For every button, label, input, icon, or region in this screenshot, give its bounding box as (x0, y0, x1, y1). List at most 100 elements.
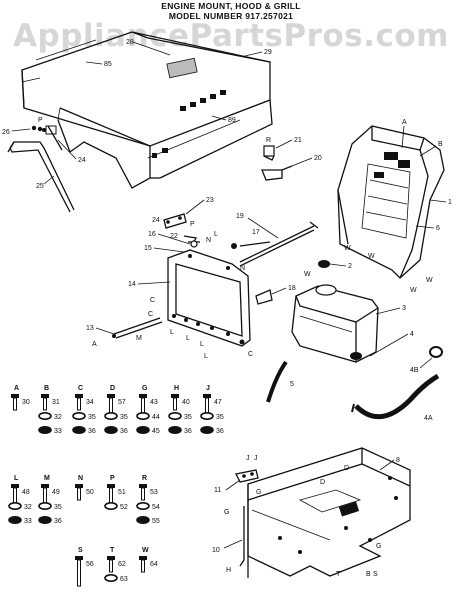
part-number-S: 56 (86, 561, 94, 568)
screw-J-head (203, 394, 211, 398)
washer-number-R_55: 55 (152, 518, 160, 525)
screw-A-head (11, 394, 19, 398)
callout-L-rod: L (214, 231, 218, 238)
hardware-letter-B: B (44, 385, 49, 392)
part-number-W: 64 (150, 561, 158, 568)
screw-B-shaft (43, 397, 47, 411)
hardware-letter-G: G (142, 385, 148, 392)
rod-13 (112, 317, 163, 339)
mounting-panel (167, 249, 251, 347)
callout-85: 85 (104, 61, 112, 68)
hardware-letter-T: T (110, 547, 115, 554)
clamp-4B (429, 346, 443, 358)
part-number-D: 57 (118, 399, 126, 406)
callout-22: 22 (170, 233, 178, 240)
part-number-R: 53 (150, 489, 158, 496)
callout-29: 29 (264, 49, 272, 56)
callout-G-frame-1: G (256, 489, 261, 496)
callout-19: 19 (236, 213, 244, 220)
part-number-H: 40 (182, 399, 190, 406)
hardware-letter-C: C (78, 385, 83, 392)
screw-M-head (41, 484, 49, 488)
washer-G_45 (136, 425, 150, 434)
screw-G-shaft (141, 397, 145, 415)
part-number-B: 31 (52, 399, 60, 406)
screw-R-head (139, 484, 147, 488)
washer-number-L_32: 32 (24, 504, 32, 511)
callout-J-frame-2: J (254, 455, 258, 462)
washer-number-J_36: 36 (216, 428, 224, 435)
callout-15: 15 (144, 245, 152, 252)
part-number-P: 51 (118, 489, 126, 496)
callout-6: 6 (436, 225, 440, 232)
screw-W-head (139, 556, 147, 560)
screw-C-shaft (77, 397, 81, 411)
screw-B-head (41, 394, 49, 398)
washer-D_35 (104, 411, 118, 420)
washer-L_33 (8, 515, 22, 524)
screw-N-head (75, 484, 83, 488)
callout-D-frame-2: D (320, 479, 325, 486)
callout-21: 21 (294, 137, 302, 144)
model-number: MODEL NUMBER 917.257021 (168, 11, 294, 21)
washer-number-D_36: 36 (120, 428, 128, 435)
callout-14: 14 (128, 281, 136, 288)
washer-C_36 (72, 425, 86, 434)
hood-hinge (7, 125, 75, 213)
frame-plate (239, 447, 411, 578)
part-number-L: 48 (22, 489, 30, 496)
callout-W-grill-2: W (368, 253, 375, 260)
screw-P-head (107, 484, 115, 488)
washer-J_36 (200, 425, 214, 434)
washer-R_55 (136, 515, 150, 524)
callout-2: 2 (348, 263, 352, 270)
washer-L_32 (8, 501, 22, 510)
callout-B-grill: B (438, 141, 443, 148)
part-number-T: 62 (118, 561, 126, 568)
callout-L-panel-2: L (186, 335, 190, 342)
callout-13: 13 (86, 325, 94, 332)
screw-L-head (11, 484, 19, 488)
washer-number-J_35: 35 (216, 414, 224, 421)
washer-number-C_35: 35 (88, 414, 96, 421)
callout-J-frame-1: J (246, 455, 250, 462)
screw-N-shaft (77, 487, 81, 501)
screw-D-shaft (109, 397, 113, 415)
washer-number-B_33: 33 (54, 428, 62, 435)
callout-C-panel-3: C (248, 351, 253, 358)
callout-H-frame: H (226, 567, 231, 574)
callout-W-grill-3: W (426, 277, 433, 284)
washer-C_35 (72, 411, 86, 420)
callout-24: 24 (78, 157, 86, 164)
screw-R-shaft (141, 487, 145, 501)
washer-H_36 (168, 425, 182, 434)
screw-H-shaft (173, 397, 177, 411)
callout-26: 26 (2, 129, 10, 136)
washer-G_44 (136, 411, 150, 420)
mount-rod (188, 221, 319, 267)
callout-17: 17 (252, 229, 260, 236)
hardware-letter-J: J (206, 385, 210, 392)
part-number-N: 50 (86, 489, 94, 496)
washer-number-D_35: 35 (120, 414, 128, 421)
washer-B_32 (38, 411, 52, 420)
hardware-letter-W: W (142, 547, 149, 554)
callout-T-frame: T (336, 571, 341, 578)
diagram-title: ENGINE MOUNT, HOOD & GRILL (161, 1, 301, 11)
callout-4: 4 (410, 331, 414, 338)
grill (337, 125, 445, 279)
callout-10: 10 (212, 547, 220, 554)
washer-R_54 (136, 501, 150, 510)
part-number-A: 30 (22, 399, 30, 406)
cap-2 (318, 260, 330, 268)
washer-T_63 (104, 573, 118, 582)
screw-T-head (107, 556, 115, 560)
screw-G-head (139, 394, 147, 398)
callout-3: 3 (402, 305, 406, 312)
washer-number-M_35: 35 (54, 504, 62, 511)
screw-P-shaft (109, 487, 113, 505)
washer-number-R_54: 54 (152, 504, 160, 511)
washer-number-L_33: 33 (24, 518, 32, 525)
hardware-legend: A30B313233C343536D573536G434445H403536J4… (8, 385, 224, 587)
hardware-letter-D: D (110, 385, 115, 392)
